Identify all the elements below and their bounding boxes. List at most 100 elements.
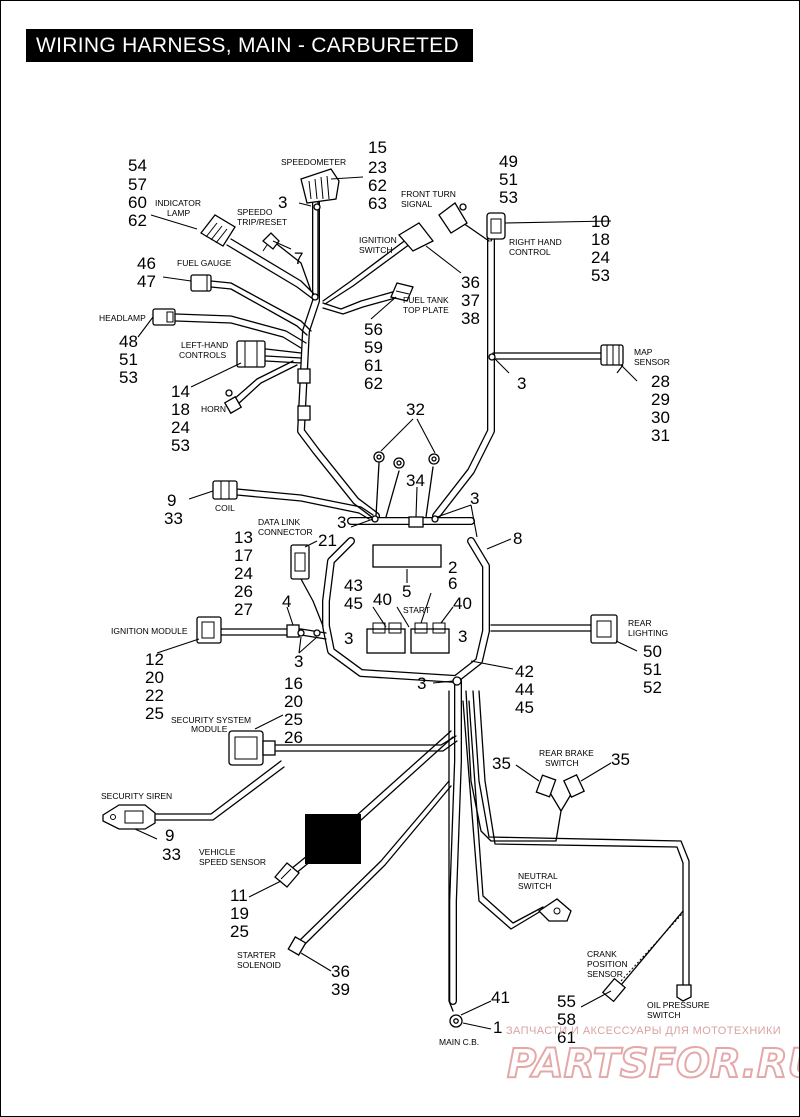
wire-ignition-module-2 (220, 634, 327, 640)
callout-front-turn-1: 49 (499, 152, 518, 171)
left-hand-controls-connector[interactable] (236, 340, 266, 368)
speedometer-connector[interactable] (300, 168, 340, 204)
callout-security-module-1: 16 (284, 674, 303, 693)
ignition-module-connector[interactable] (196, 616, 222, 644)
wire-neutral (462, 700, 542, 930)
wire-coil-2 (236, 494, 370, 520)
label-map-2: SENSOR (634, 357, 670, 367)
callout-headlamp-2: 51 (119, 350, 138, 369)
cable-right-trunk-inner (433, 228, 494, 519)
fuel-gauge-connector[interactable] (190, 274, 212, 292)
callout-speedo-reset: 7 (294, 249, 303, 268)
watermark-line2: PARTSFOR.RU (507, 1041, 799, 1087)
callout-fuse-block-clip: 34 (406, 471, 425, 490)
callout-map-clip: 3 (517, 374, 526, 393)
wire-fuel-tank-2 (322, 296, 400, 315)
wire-headlamp (175, 313, 307, 344)
vehicle-speed-sensor-connector[interactable] (274, 862, 300, 888)
callout-rear-lighting-3: 52 (643, 678, 662, 697)
ring-terminal-3 (428, 453, 440, 465)
callout-indicator-3: 60 (128, 193, 147, 212)
callout-ignition-switch-1: 36 (461, 273, 480, 292)
callout-crank-1: 55 (557, 992, 576, 1011)
callout-security-module-2: 20 (284, 692, 303, 711)
wire-security-module (275, 735, 457, 746)
right-hand-control-connector[interactable] (486, 212, 506, 240)
wire-security-siren-2 (155, 766, 285, 821)
callout-data-link-4: 26 (234, 582, 253, 601)
callout-panel: 5 (402, 582, 411, 601)
neutral-switch[interactable] (537, 898, 572, 922)
fuel-tank-top-plate-connector[interactable] (390, 282, 414, 302)
vehicle-speed-sensor-box (305, 814, 361, 864)
label-starter-1: STARTER (237, 950, 276, 960)
callout-left-controls-1: 14 (171, 382, 190, 401)
callout-start-2: 2 (448, 558, 457, 577)
callout-clips-pair: 3 (294, 652, 303, 671)
starter-solenoid-connector[interactable] (287, 936, 307, 956)
callout-clip-mid-left: 3 (344, 629, 353, 648)
callout-relay-40-left: 40 (373, 590, 392, 609)
watermark-line1: ЗАПЧАСТИ И АКСЕССУАРЫ ДЛЯ МОТОТЕХНИКИ (506, 1025, 781, 1037)
relay-right[interactable] (410, 622, 450, 654)
data-link-connector[interactable] (290, 544, 310, 580)
security-siren-connector[interactable] (102, 804, 156, 830)
rear-brake-switch-right[interactable] (562, 774, 586, 798)
label-headlamp: HEADLAMP (99, 313, 146, 323)
headlamp-connector[interactable] (152, 308, 176, 326)
callout-coil-2: 33 (164, 509, 183, 528)
label-left-controls-2: CONTROLS (179, 350, 227, 360)
callout-left-controls-3: 24 (171, 418, 190, 437)
oil-pressure-switch[interactable] (676, 984, 692, 1002)
front-turn-signal-connector[interactable] (438, 202, 468, 234)
wire-ring-2 (385, 470, 400, 518)
label-right-hand-2: CONTROL (509, 247, 551, 257)
component-labels: SPEEDOMETER INDICATOR LAMP SPEEDO TRIP/R… (99, 157, 710, 1047)
wire-indicator-lamp-2 (226, 244, 314, 300)
relay-left[interactable] (366, 622, 406, 654)
label-fuel-gauge: FUEL GAUGE (177, 258, 232, 268)
crank-sensor-cable (620, 912, 684, 982)
callout-coil-1: 9 (167, 491, 176, 510)
callout-map-4: 31 (651, 426, 670, 445)
callout-starter-1: 36 (331, 962, 350, 981)
ignition-clip-b (313, 629, 321, 637)
callout-speedometer-3: 62 (368, 176, 387, 195)
label-oil-1: OIL PRESSURE (647, 1000, 710, 1010)
coil-connector[interactable] (212, 480, 238, 500)
wire-starter-2 (300, 785, 452, 949)
label-speedo-2: TRIP/RESET (237, 217, 287, 227)
rear-lighting-connector[interactable] (590, 614, 618, 644)
wire-data-link (300, 578, 324, 627)
callout-map-1: 28 (651, 372, 670, 391)
label-front-turn-1: FRONT TURN (401, 189, 456, 199)
crank-position-sensor[interactable] (601, 977, 627, 1003)
label-coil: COIL (215, 503, 235, 513)
security-system-module-connector[interactable] (228, 730, 276, 766)
callout-data-link-3: 24 (234, 564, 253, 583)
callout-rear-lighting-2: 51 (643, 660, 662, 679)
callout-breakout-1: 42 (515, 662, 534, 681)
indicator-lamp-connector[interactable] (200, 214, 236, 247)
wire-neutral-2 (468, 700, 544, 924)
callout-data-link-5: 27 (234, 600, 253, 619)
callout-map-2: 29 (651, 390, 670, 409)
label-starter-2: SOLENOID (237, 960, 281, 970)
label-indicator-lamp-1: INDICATOR (155, 198, 201, 208)
speedo-trip-reset-connector[interactable] (262, 232, 280, 252)
map-sensor-connector[interactable] (600, 344, 624, 366)
label-neutral-2: SWITCH (518, 881, 552, 891)
label-security-module-2: MODULE (191, 724, 228, 734)
callout-vss-1: 11 (230, 886, 248, 905)
callout-clip-bottom: 3 (417, 674, 426, 693)
label-neutral-1: NEUTRAL (518, 871, 558, 881)
callout-clip-mid-right: 3 (458, 627, 467, 646)
horn-connector[interactable] (223, 389, 243, 415)
rear-brake-switch-left[interactable] (535, 774, 557, 798)
wire-crank (615, 910, 684, 992)
callout-map-3: 30 (651, 408, 670, 427)
callout-speedometer-4: 63 (368, 194, 387, 213)
label-vss-2: SPEED SENSOR (199, 857, 266, 867)
wire-coil (236, 488, 374, 516)
ignition-switch-connector[interactable] (397, 222, 434, 252)
